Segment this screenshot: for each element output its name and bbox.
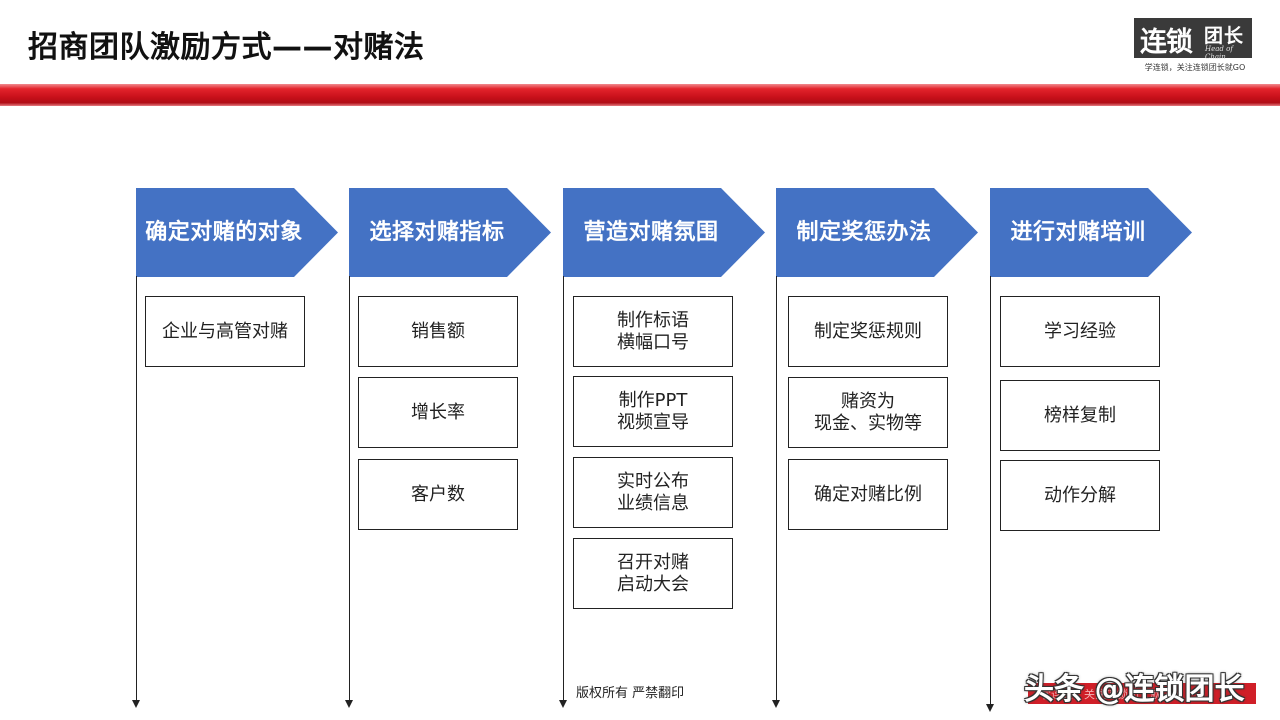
step-column-2: 选择对赌指标 销售额 增长率 客户数	[345, 188, 579, 708]
copyright-text: 版权所有 严禁翻印	[576, 686, 685, 701]
brand-logo: 连锁 团长 Head of Chain	[1134, 18, 1252, 61]
watermark-bar-text: 学连锁，关注连锁团长就GO	[1040, 688, 1179, 701]
step-timeline-5	[986, 276, 994, 712]
arrow-down-icon	[772, 700, 780, 708]
step-chevron-4: 制定奖惩办法	[776, 188, 978, 277]
step-timeline-4	[772, 276, 780, 708]
step-item-4-1: 制定奖惩规则	[788, 296, 948, 367]
watermark-bar	[1028, 683, 1256, 704]
step-item-3-3: 实时公布 业绩信息	[573, 457, 733, 528]
step-title-1: 确定对赌的对象	[145, 220, 303, 245]
step-title-5: 进行对赌培训	[1010, 220, 1146, 245]
step-item-3-2: 制作PPT 视频宣导	[573, 376, 733, 447]
brand-logo-sub: Head of Chain	[1205, 45, 1233, 61]
step-title-3: 营造对赌氛围	[583, 220, 719, 245]
step-timeline-2	[345, 276, 353, 708]
step-item-2-2: 增长率	[358, 377, 518, 448]
step-item-5-1: 学习经验	[1000, 296, 1160, 367]
step-item-5-3: 动作分解	[1000, 460, 1160, 531]
chevron-shape	[563, 188, 765, 277]
step-timeline-1	[132, 276, 140, 708]
step-column-4: 制定奖惩办法 制定奖惩规则 赌资为 现金、实物等 确定对赌比例	[772, 188, 1006, 708]
step-item-3-1: 制作标语 横幅口号	[573, 296, 733, 367]
step-item-1-1: 企业与高管对赌	[145, 296, 305, 367]
arrow-down-icon	[345, 700, 353, 708]
step-item-2-3: 客户数	[358, 459, 518, 530]
brand-logo-side: 团长	[1204, 25, 1245, 47]
brand-tagline: 学连锁，关注连锁团长就GO	[1144, 63, 1246, 72]
header-band	[0, 84, 1280, 106]
step-title-2: 选择对赌指标	[369, 220, 505, 245]
chevron-shape	[776, 188, 978, 277]
step-column-1: 确定对赌的对象 企业与高管对赌	[132, 188, 366, 708]
step-chevron-2: 选择对赌指标	[349, 188, 551, 277]
chevron-shape	[349, 188, 551, 277]
brand-logo-main: 连锁	[1140, 27, 1193, 58]
chevron-shape	[990, 188, 1192, 277]
step-title-4: 制定奖惩办法	[796, 220, 932, 245]
step-column-3: 营造对赌氛围 制作标语 横幅口号 制作PPT 视频宣导 实时公布 业绩信息 召开…	[559, 188, 793, 708]
step-item-4-2: 赌资为 现金、实物等	[788, 377, 948, 448]
arrow-down-icon	[986, 704, 994, 712]
page-title: 招商团队激励方式——对赌法	[28, 30, 425, 65]
step-item-2-1: 销售额	[358, 296, 518, 367]
step-timeline-3	[559, 276, 567, 708]
step-column-5: 进行对赌培训 学习经验 榜样复制 动作分解	[986, 188, 1220, 712]
step-chevron-3: 营造对赌氛围	[563, 188, 765, 277]
step-item-3-4: 召开对赌 启动大会	[573, 538, 733, 609]
watermark: 头条 @连锁团长	[1024, 672, 1245, 707]
step-item-4-3: 确定对赌比例	[788, 459, 948, 530]
step-chevron-5: 进行对赌培训	[990, 188, 1192, 277]
step-chevron-1: 确定对赌的对象	[136, 188, 338, 277]
arrow-down-icon	[559, 700, 567, 708]
chevron-shape	[136, 188, 338, 277]
step-item-5-2: 榜样复制	[1000, 380, 1160, 451]
arrow-down-icon	[132, 700, 140, 708]
